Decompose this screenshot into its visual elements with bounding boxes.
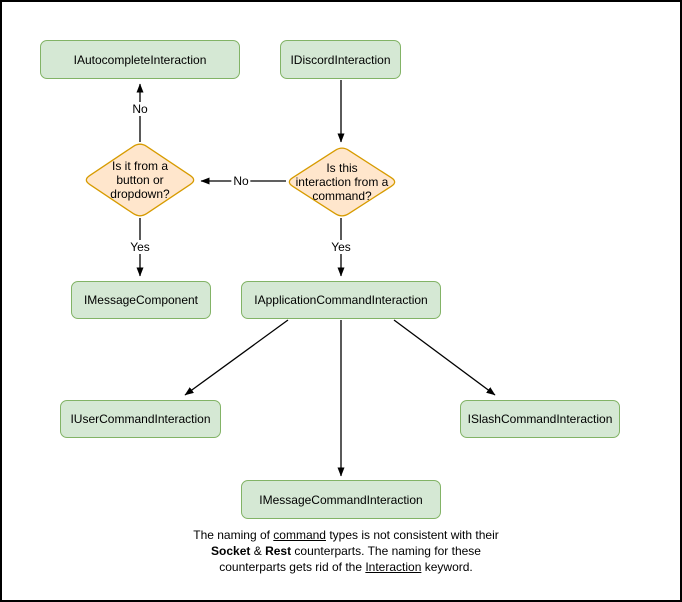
- edge-appcommand-to-slash-command: [393, 319, 496, 396]
- decision-button-dropdown-label: Is it from a button or dropdown?: [110, 159, 170, 201]
- edge-label-yes-left: Yes: [128, 240, 152, 254]
- node-imessagecommandinteraction: IMessageCommandInteraction: [241, 480, 441, 519]
- node-label: IMessageComponent: [83, 293, 199, 307]
- edge-appcommand-to-user-command: [184, 319, 289, 396]
- edge-label-no-left: No: [231, 174, 251, 188]
- node-idiscordinteraction: IDiscordInteraction: [280, 40, 401, 79]
- node-iapplicationcommandinteraction: IApplicationCommandInteraction: [241, 281, 441, 319]
- underlined-word-command: command: [273, 528, 326, 542]
- naming-note-line3: counterparts gets rid of the Interaction…: [219, 560, 473, 574]
- underlined-word-interaction: Interaction: [365, 560, 422, 574]
- node-islashcommandinteraction: ISlashCommandInteraction: [460, 400, 620, 438]
- naming-note-line1: The naming of command types is not consi…: [193, 528, 499, 542]
- edge-label-no-top: No: [130, 102, 150, 116]
- node-imessagecomponent: IMessageComponent: [71, 281, 211, 319]
- node-iautocompleteinteraction: IAutocompleteInteraction: [40, 40, 240, 79]
- node-label: IUserCommandInteraction: [70, 412, 211, 426]
- node-label: IDiscordInteraction: [290, 52, 391, 67]
- node-label: IApplicationCommandInteraction: [254, 293, 428, 307]
- decision-from-command-shape: [288, 147, 396, 217]
- naming-note-line2: Socket & Rest counterparts. The naming f…: [211, 544, 481, 558]
- node-iusercommandinteraction: IUserCommandInteraction: [60, 400, 221, 438]
- node-label: ISlashCommandInteraction: [467, 412, 613, 426]
- edge-label-yes-right: Yes: [329, 240, 353, 254]
- decision-from-command-label: Is this interaction from a command?: [295, 161, 389, 203]
- naming-note: The naming of command types is not consi…: [120, 527, 572, 575]
- decision-button-dropdown-shape: [85, 143, 195, 217]
- bold-word-socket: Socket: [211, 544, 251, 558]
- node-label: IAutocompleteInteraction: [73, 52, 207, 67]
- bold-word-rest: Rest: [265, 544, 292, 558]
- node-label: IMessageCommandInteraction: [259, 492, 423, 507]
